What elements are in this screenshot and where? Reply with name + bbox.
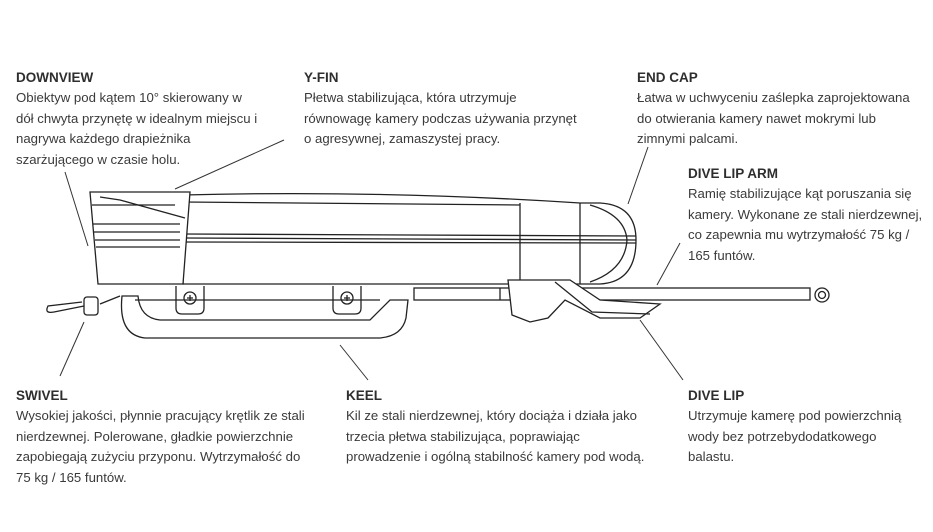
callout-text: balastu. [688,449,735,464]
keel [120,295,409,339]
callout-title: DIVE LIP [688,388,745,403]
callout-swivel: SWIVEL Wysokiej jakości, płynnie pracują… [16,386,336,488]
callout-text: Utrzymuje kamerę pod powierzchnią [688,408,902,423]
callout-text: do otwierania kamery nawet mokrymi lub [637,110,876,126]
leader-yfin [174,139,285,190]
callout-text: o agresywnej, zamaszystej pracy. [304,131,501,146]
callout-yfin: Y-FIN Płetwa stabilizująca, która utrzym… [304,68,604,150]
callout-text: zimnymi palcami. [637,131,739,146]
keel-bolts [175,286,362,315]
callout-title: END CAP [637,70,698,85]
callout-text: 75 kg / 165 funtów. [16,469,127,485]
leader-keel [339,344,369,381]
end-cap [589,204,628,283]
callout-text: szarżującego w czasie holu. [16,151,181,167]
leader-lines [59,139,684,381]
dive-lip-arm [413,287,811,301]
callout-text: wody bez potrzebydodatkowego [688,428,877,444]
leader-dive-lip-arm [656,242,681,286]
callout-dive-lip: DIVE LIP Utrzymuje kamerę pod powierzchn… [688,386,933,468]
callout-text: nierdzewnej. Polerowane, gładkie powierz… [16,428,294,444]
callout-text: Kil ze stali nierdzewnej, który dociąża … [346,408,637,423]
callout-text: co zapewnia mu wytrzymałość 75 kg / [688,227,910,242]
callout-text: dół chwyta przynętę w idealnym miejscu i [16,110,258,126]
callout-text: równowagę kamery podczas używania przynę… [304,110,577,126]
callout-title: Y-FIN [304,70,339,85]
arm-ring [814,287,830,303]
callout-title: KEEL [346,388,383,403]
callout-text: Ramię stabilizujące kąt poruszania się [688,186,912,201]
callout-text: Obiektyw pod kątem 10° skierowany w [16,90,242,105]
callout-title: SWIVEL [16,388,68,403]
callout-text: Płetwa stabilizująca, która utrzymuje [304,90,517,105]
swivel [46,295,121,316]
callout-downview: DOWNVIEW Obiektyw pod kątem 10° skierowa… [16,68,296,170]
callout-text: trzecia płetwa stabilizująca, poprawiają… [346,428,580,444]
leader-swivel [59,321,85,377]
callout-text: nagrywa każdego drapieżnika [16,131,191,146]
callout-text: kamery. Wykonane ze stali nierdzewnej, [688,206,923,222]
callout-text: prowadzenie i ogólną stabilność kamery p… [346,449,645,464]
callout-title: DOWNVIEW [16,70,94,85]
downview-housing [89,191,191,285]
callout-title: DIVE LIP ARM [688,166,779,181]
leader-downview [64,171,89,247]
leader-dive-lip [639,319,684,381]
callout-dive-lip-arm: DIVE LIP ARM Ramię stabilizujące kąt por… [688,164,933,266]
callout-text: zapobiegają zużyciu przyponu. Wytrzymało… [16,449,301,464]
leader-endcap [627,146,649,205]
callout-end-cap: END CAP Łatwa w uchwyceniu zaślepka zapr… [637,68,933,150]
callout-text: Łatwa w uchwyceniu zaślepka zaprojektowa… [637,90,910,105]
callout-keel: KEEL Kil ze stali nierdzewnej, który doc… [346,386,676,468]
dive-lip [507,279,662,323]
callout-text: Wysokiej jakości, płynnie pracujący kręt… [16,408,305,423]
callout-text: 165 funtów. [688,247,756,263]
